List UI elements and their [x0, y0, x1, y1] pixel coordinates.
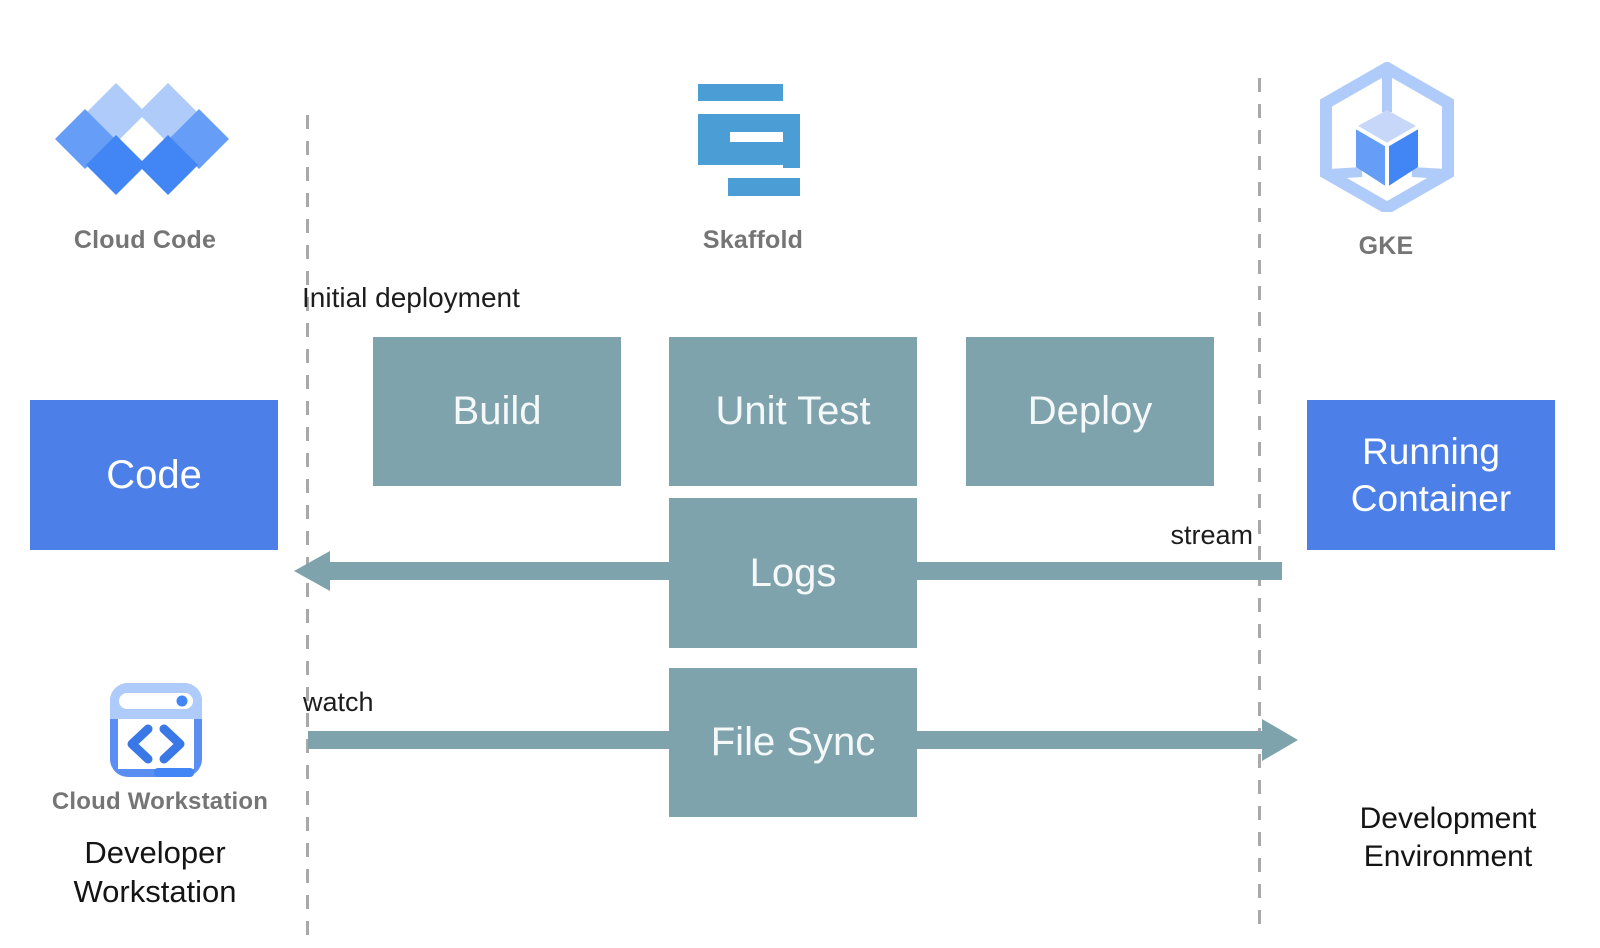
cloud-code-icon — [54, 82, 230, 198]
stream-label: stream — [1170, 520, 1253, 550]
stream-arrowhead-icon — [294, 551, 330, 591]
left-lane-divider — [306, 115, 309, 935]
gke-label: GKE — [1358, 232, 1414, 260]
cloud-workstation-icon — [110, 683, 202, 777]
developer-workstation-caption: Developer Workstation — [73, 835, 237, 909]
watch-label: watch — [303, 687, 374, 717]
watch-arrowhead-icon — [1262, 719, 1298, 761]
right-lane-divider — [1258, 78, 1261, 935]
running-container-label: Running Container — [1350, 431, 1512, 519]
logs-box: Logs — [669, 498, 917, 648]
development-environment-caption: Development Environment — [1359, 802, 1537, 873]
skaffold-label: Skaffold — [702, 226, 804, 254]
code-box: Code — [30, 400, 278, 550]
deploy-box: Deploy — [966, 337, 1214, 486]
unit-test-box: Unit Test — [669, 337, 917, 486]
skaffold-icon — [698, 84, 800, 196]
file-sync-box: File Sync — [669, 668, 917, 817]
running-container-box: Running Container — [1307, 400, 1555, 550]
cloud-workstation-label: Cloud Workstation — [51, 788, 269, 815]
initial-deployment-label: Initial deployment — [302, 282, 520, 313]
gke-icon — [1318, 62, 1456, 212]
cloud-code-label: Cloud Code — [73, 226, 217, 254]
build-box: Build — [373, 337, 621, 486]
